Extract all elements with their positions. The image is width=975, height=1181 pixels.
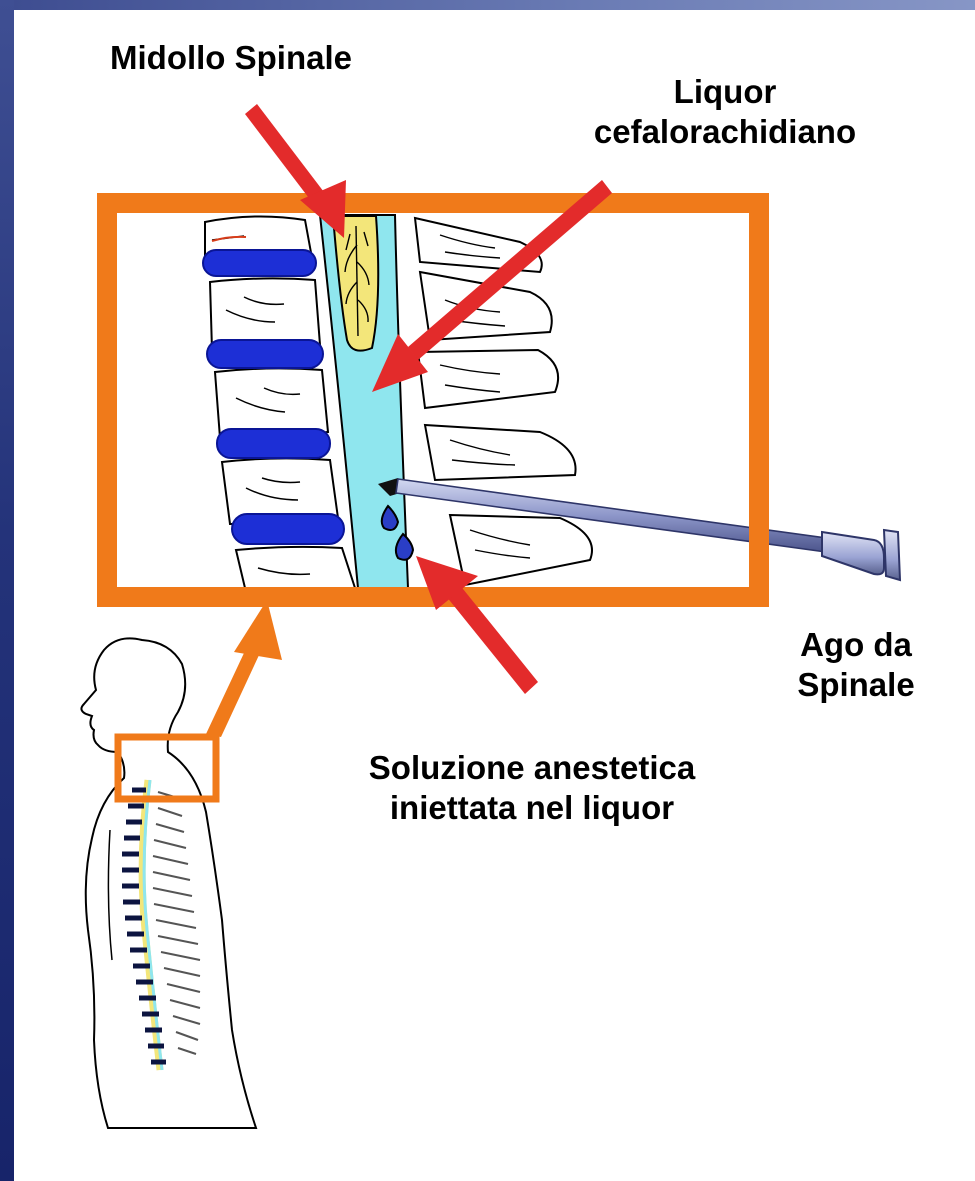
vertebral-body (236, 547, 355, 588)
label-ago-spinale: Ago da Spinale (776, 625, 936, 704)
intervertebral-disc (217, 429, 330, 458)
label-ago-line2: Spinale (776, 665, 936, 705)
vertebral-body (215, 368, 328, 438)
needle-hub (822, 532, 884, 574)
label-liquor-line2: cefalorachidiano (560, 112, 890, 152)
zoom-connector-arrow (206, 600, 282, 737)
intervertebral-disc (203, 250, 316, 276)
label-midollo-spinale-text: Midollo Spinale (110, 38, 352, 78)
needle-hub-rim (884, 530, 900, 580)
spinous-process (425, 425, 576, 480)
label-soluzione-line1: Soluzione anestetica (322, 748, 742, 788)
intervertebral-disc (232, 514, 344, 544)
label-soluzione-anestetica: Soluzione anestetica iniettata nel liquo… (322, 748, 742, 827)
label-ago-line1: Ago da (776, 625, 936, 665)
intervertebral-disc (207, 340, 323, 368)
label-liquor-line1: Liquor (560, 72, 890, 112)
spinous-process (418, 350, 558, 408)
arrow-soluzione (416, 556, 538, 694)
label-liquor: Liquor cefalorachidiano (560, 72, 890, 151)
spine-detail-view (203, 215, 592, 588)
label-soluzione-line2: iniettata nel liquor (322, 788, 742, 828)
label-midollo-spinale: Midollo Spinale (110, 38, 352, 78)
